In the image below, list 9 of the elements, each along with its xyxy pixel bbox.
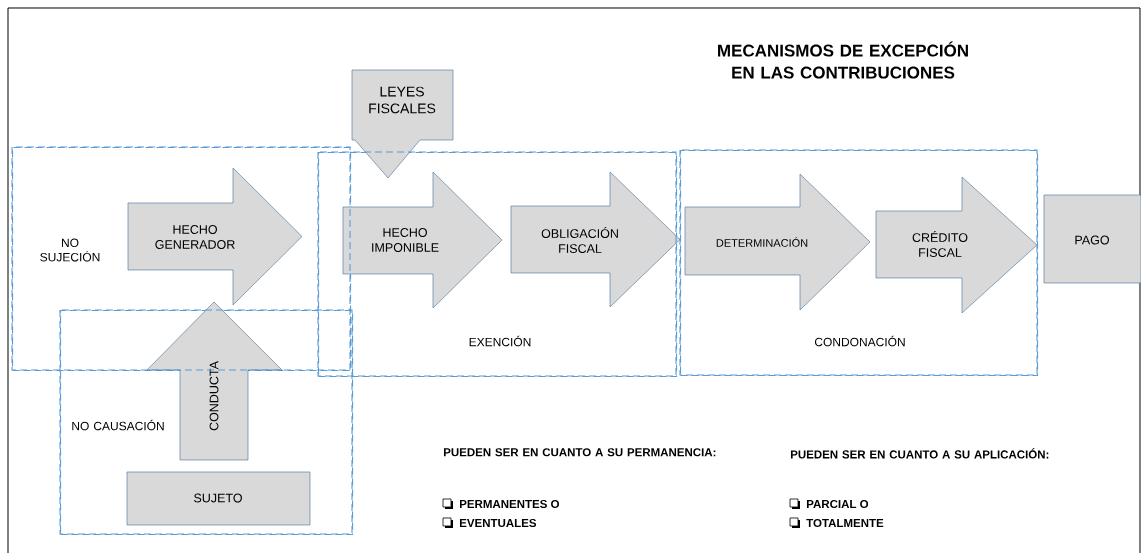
list-item: EVENTUALES xyxy=(460,518,537,528)
list-item: PERMANENTES O xyxy=(460,499,559,509)
list-item: PARCIAL O xyxy=(806,499,869,509)
process-box: PAGO xyxy=(1043,194,1141,284)
heading-text: PUEDEN SER EN CUANTO A SU PERMANENCIA: xyxy=(444,448,716,457)
title: MECANISMOS DE EXCEPCIÓN EN LAS CONTRIBUCIONES xyxy=(718,41,968,79)
list-item: TOTALMENTE xyxy=(806,518,884,528)
process-box: SUJETO xyxy=(126,471,311,526)
heading-text: PUEDEN SER EN CUANTO A SU APLICACIÓN: xyxy=(790,448,1049,459)
